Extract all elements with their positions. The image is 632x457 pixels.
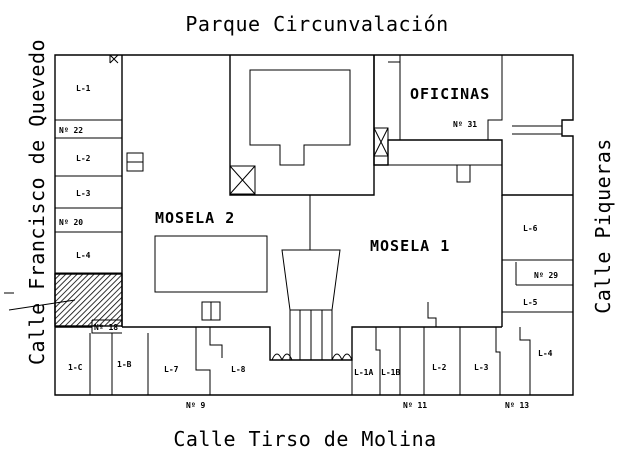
street-bottom-label: Calle Tirso de Molina — [173, 427, 436, 451]
number-label: Nº 11 — [403, 401, 427, 410]
premise-label: L-6 — [523, 224, 538, 233]
area-label-mosela1: MOSELA 1 — [370, 237, 450, 255]
premise-label: L-5 — [523, 298, 538, 307]
premise-label: 1-B — [117, 360, 132, 369]
highlight-leader — [8, 299, 76, 311]
premise-label: L-4 — [76, 251, 91, 260]
number-label: Nº 29 — [534, 271, 558, 280]
street-left-label: Calle Francisco de Quevedo — [25, 39, 49, 365]
number-label: Nº 13 — [505, 401, 529, 410]
premise-label: L-8 — [231, 365, 246, 374]
premise-label: L-2 — [76, 154, 91, 163]
number-label: Nº 22 — [59, 126, 83, 135]
number-label: Nº 31 — [453, 120, 477, 129]
ramp — [271, 249, 353, 361]
premise-label: L-7 — [164, 365, 179, 374]
premise-label: L-3 — [474, 363, 489, 372]
number-label: Nº 9 — [186, 401, 205, 410]
number-label: Nº 20 — [59, 218, 83, 227]
premise-label: L-1A — [354, 368, 373, 377]
area-label-mosela2: MOSELA 2 — [155, 209, 235, 227]
highlighted-premise — [54, 273, 123, 327]
street-top-label: Parque Circunvalación — [185, 12, 448, 36]
premise-label: 1-C — [68, 363, 83, 372]
right-premises — [501, 195, 573, 327]
area-label-oficinas: OFICINAS — [410, 85, 490, 103]
premise-label: L-3 — [76, 189, 91, 198]
central-structure — [229, 55, 375, 250]
number-label: Nº 18 — [94, 323, 118, 332]
building-outline — [54, 54, 574, 396]
mosela2-block — [154, 235, 268, 293]
premise-label: L-1 — [76, 84, 91, 93]
left-premises — [4, 54, 123, 334]
premise-label: L-2 — [432, 363, 447, 372]
street-right-label: Calle Piqueras — [591, 138, 615, 314]
bottom-premises — [55, 302, 531, 395]
premise-label: L-1B — [381, 368, 400, 377]
premise-label: L-4 — [538, 349, 553, 358]
